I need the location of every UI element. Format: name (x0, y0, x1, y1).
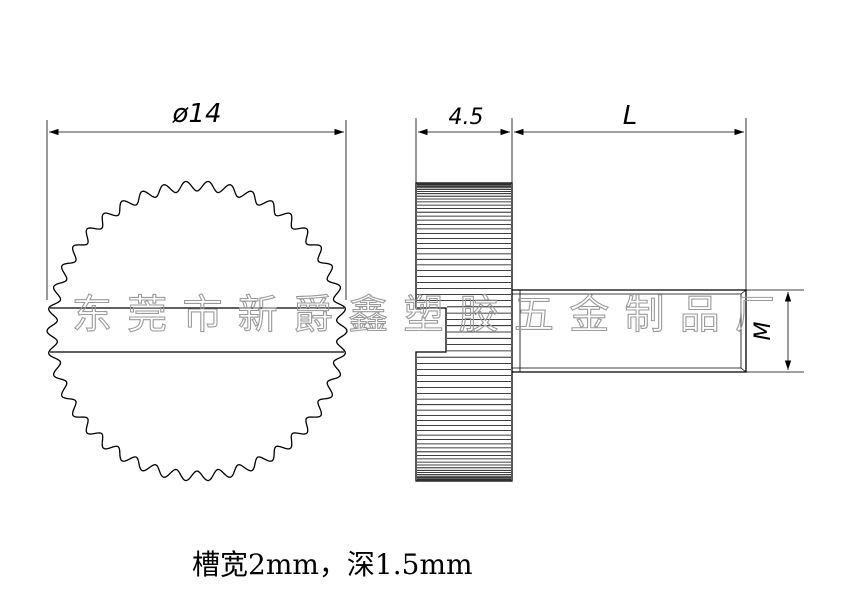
length-label: L (623, 101, 638, 131)
thread-chamfer-top (740, 289, 747, 295)
thread-chamfer-bottom (740, 367, 747, 373)
thread-label: M (751, 321, 776, 340)
head-width-label: 4.5 (449, 105, 484, 130)
diameter-label: ø14 (172, 99, 222, 129)
knurl-hatch (417, 183, 511, 481)
knurled-outline (46, 180, 348, 482)
side-view: 4.5 L M (415, 101, 804, 482)
front-view: ø14 (46, 99, 348, 482)
watermark-text: 东莞市新爵鑫塑胶五金制品厂 (72, 292, 776, 338)
head-outline (415, 182, 513, 482)
slot-note: 槽宽2mm，深1.5mm (192, 548, 473, 581)
shaft-outline (512, 289, 747, 373)
